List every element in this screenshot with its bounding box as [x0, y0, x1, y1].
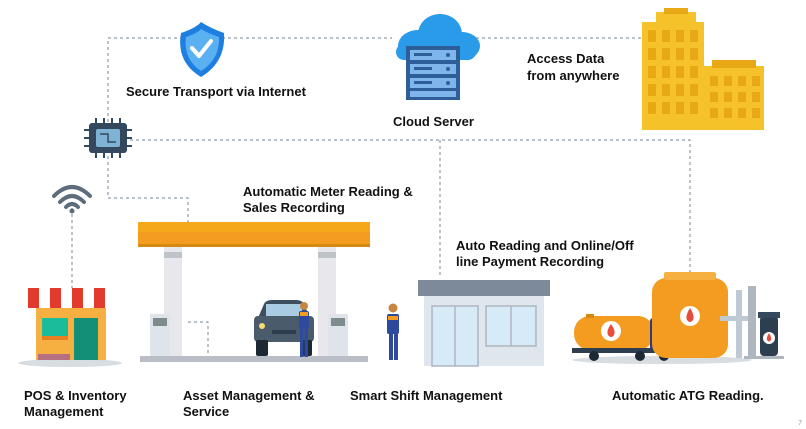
kiosk-building-icon: [418, 280, 550, 367]
access-data-label-line1: Access Data: [527, 51, 605, 66]
smart-shift-label: Smart Shift Management: [350, 388, 503, 403]
shop-icon: [18, 288, 122, 367]
shield-check-icon: [168, 22, 225, 82]
asset-management-label-line1: Asset Management &: [183, 388, 315, 403]
meter-reading-label-line1: Automatic Meter Reading &: [243, 184, 413, 199]
pos-inventory-label-line1: POS & Inventory: [24, 388, 127, 403]
pos-inventory-label-line2: Management: [24, 404, 104, 419]
attendant-icon: [299, 302, 309, 357]
cloud-server-label: Cloud Server: [393, 114, 474, 129]
wifi-icon: [52, 185, 92, 214]
asset-management-label-line2: Service: [183, 404, 230, 419]
attendant-icon: [387, 303, 399, 360]
auto-reading-label-line2: line Payment Recording: [456, 254, 605, 269]
fuel-station-icon: [138, 222, 370, 362]
secure-transport-label: Secure Transport via Internet: [126, 84, 306, 99]
page-number: 7: [798, 420, 802, 427]
auto-reading-label-line1: Auto Reading and Online/Off: [456, 238, 634, 253]
meter-reading-label-line2: Sales Recording: [243, 200, 345, 215]
storage-tank-icon: [652, 272, 784, 359]
connector-lines: [71, 37, 691, 360]
cloud-server-icon: [396, 14, 480, 100]
office-building-icon: [642, 8, 764, 130]
access-data-label-line2: from anywhere: [527, 68, 620, 83]
microchip-icon: [84, 118, 132, 158]
atg-reading-label: Automatic ATG Reading.: [612, 388, 764, 403]
